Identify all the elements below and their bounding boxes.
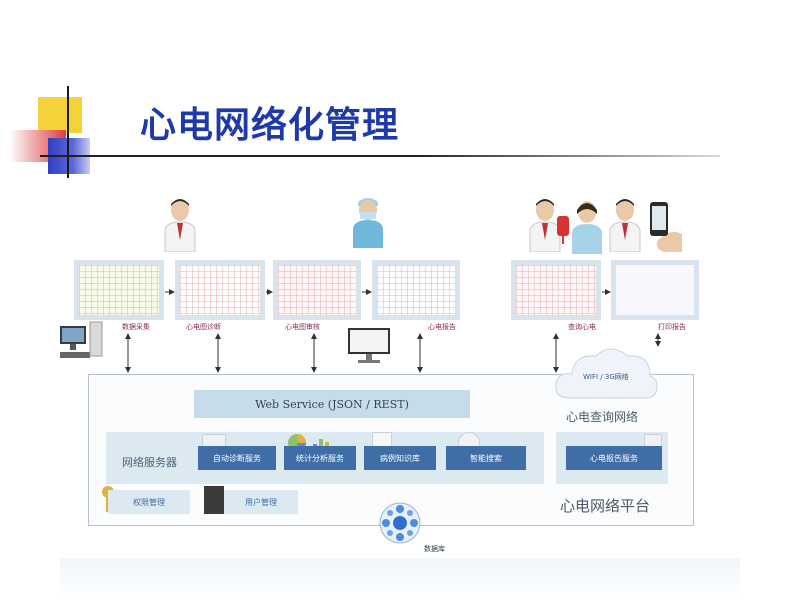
user-management: 用户管理 xyxy=(224,490,298,514)
reflection xyxy=(60,558,740,600)
service-ecg-report: 心电报告服务 xyxy=(566,446,662,470)
tablet-icon xyxy=(204,486,224,514)
screen-ecg-diagnosis xyxy=(175,260,265,320)
desktop-computer-icon xyxy=(58,318,106,362)
ecg-query-network-label: 心电查询网络 xyxy=(566,410,639,424)
doctor-icon-3 xyxy=(608,196,642,252)
service-auto-diagnosis: 自动诊断服务 xyxy=(198,446,276,470)
screen-query-ecg xyxy=(511,260,601,320)
slide-title: 心电网络化管理 xyxy=(140,105,400,146)
nurse-icon xyxy=(351,192,385,248)
blood-bag-icon xyxy=(556,214,570,244)
station-label-query-ecg: 查询心电 xyxy=(568,323,596,331)
smartphone-icon xyxy=(644,200,684,252)
station-label-ecg-review: 心电图审核 xyxy=(285,323,320,331)
permission-management: 权限管理 xyxy=(108,490,190,514)
database-label: 数据库 xyxy=(424,545,445,553)
cloud-icon xyxy=(552,340,660,404)
station-label-data-acquisition: 数据采集 xyxy=(122,323,150,331)
station-label-ecg-report: 心电报告 xyxy=(428,323,456,331)
screen-data-acquisition xyxy=(74,260,164,320)
web-service-bar: Web Service (JSON / REST) xyxy=(194,390,470,418)
database-icon xyxy=(376,500,424,546)
doctor-icon xyxy=(163,196,197,252)
ecg-network-platform-label: 心电网络平台 xyxy=(560,497,651,515)
service-statistics: 统计分析服务 xyxy=(284,446,356,470)
service-smart-search: 智能搜索 xyxy=(446,446,526,470)
screen-print-report xyxy=(611,260,699,320)
station-label-print-report: 打印报告 xyxy=(658,323,686,331)
cloud-network-label: WIFI / 3G网络 xyxy=(583,373,629,381)
title-decor-vline xyxy=(67,86,69,178)
title-decor-yellow xyxy=(38,97,82,133)
service-case-knowledge: 病例知识库 xyxy=(364,446,436,470)
network-server-label: 网络服务器 xyxy=(122,456,177,469)
monitor-icon xyxy=(346,326,392,364)
screen-ecg-review xyxy=(273,260,361,320)
screen-ecg-report xyxy=(372,260,460,320)
station-label-ecg-diagnosis: 心电图诊断 xyxy=(186,323,221,331)
title-underline xyxy=(40,155,720,157)
patient-icon xyxy=(570,198,604,254)
